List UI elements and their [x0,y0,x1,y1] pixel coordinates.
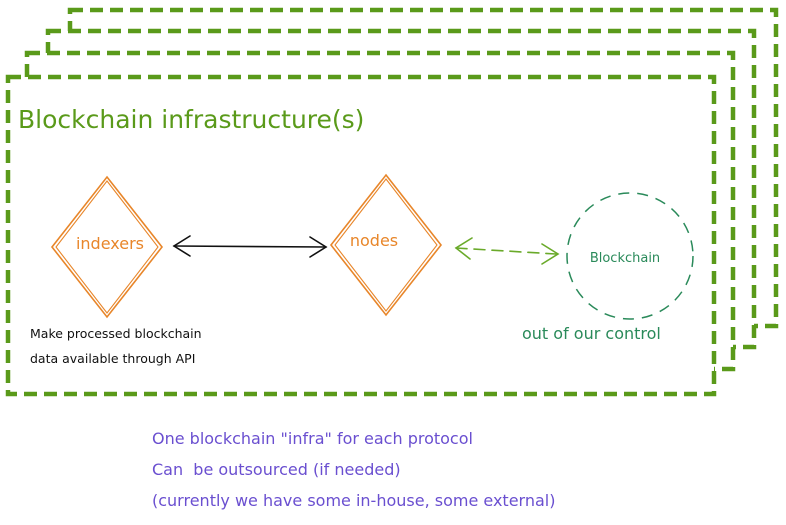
diagram-title: Blockchain infrastructure(s) [18,105,364,134]
nodes-diamond-shape [329,173,443,317]
indexers-diamond-outline [55,180,159,314]
blockchain-label: Blockchain [590,251,660,266]
note-line-2: Can be outsourced (if needed) [152,460,401,479]
out-of-control-label: out of our control [522,324,661,343]
blockchain-circle [566,192,694,320]
nodes-blockchain-arrow [454,237,560,265]
note-line-1: One blockchain "infra" for each protocol [152,429,473,448]
nodes-diamond-outline [334,178,438,312]
frame-front [5,74,717,397]
indexers-diamond-shape [50,175,164,319]
indexers-description-line-2: data available through API [30,351,195,366]
indexers-nodes-arrow [172,235,328,258]
indexers-description-line-1: Make processed blockchain [30,326,202,341]
nodes-node[interactable]: nodes [329,173,443,317]
indexers-label: indexers [76,234,144,253]
indexers-node[interactable]: indexers [50,175,164,319]
frame-stack [5,7,779,397]
note-line-3: (currently we have some in-house, some e… [152,491,555,510]
nodes-label: nodes [350,231,398,250]
blockchain-node[interactable]: Blockchain [566,192,694,320]
